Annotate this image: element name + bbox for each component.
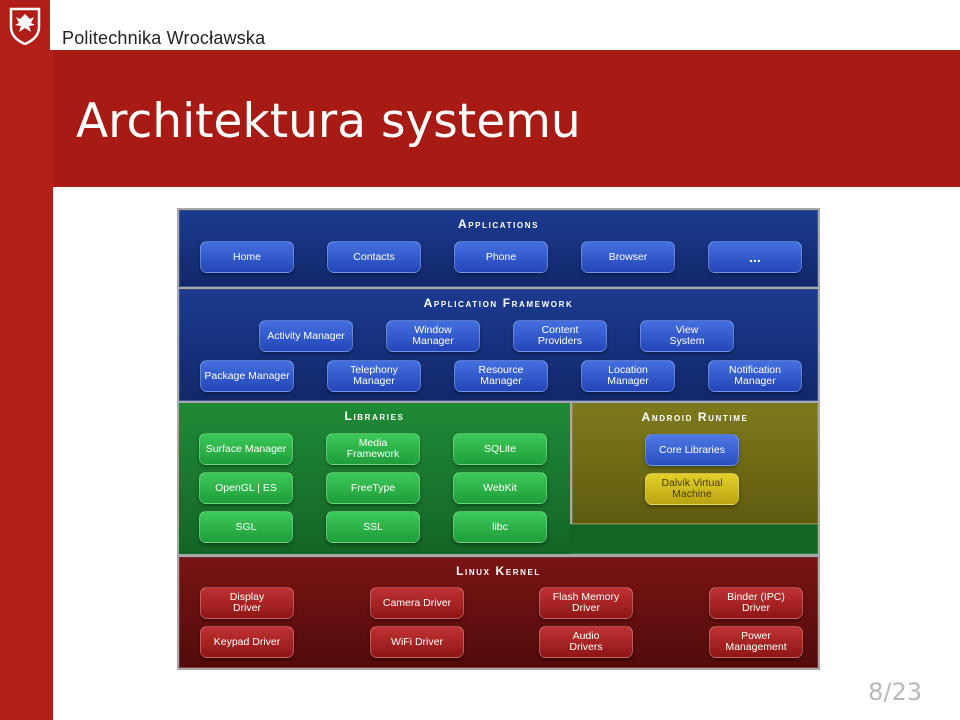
header-bar xyxy=(0,0,960,50)
layer-applications: Applications Home Contacts Phone Browser… xyxy=(179,210,818,287)
layer-title-applications: Applications xyxy=(457,217,540,231)
box-dalvik-vm: Dalvik Virtual Machine xyxy=(645,473,739,505)
layer-linux-kernel: Linux Kernel Display Driver Camera Drive… xyxy=(179,557,818,668)
box-opengl-es: OpenGL | ES xyxy=(199,472,293,504)
layer-libraries: Libraries Surface Manager Media Framewor… xyxy=(179,403,570,554)
box-phone: Phone xyxy=(454,241,548,273)
box-wifi-driver: WiFi Driver xyxy=(370,626,464,658)
box-telephony-manager: Telephony Manager xyxy=(327,360,421,392)
box-ssl: SSL xyxy=(326,511,420,543)
title-band xyxy=(53,50,960,187)
layer-title-framework: Application Framework xyxy=(423,296,574,310)
page-number: 8/23 xyxy=(868,678,922,706)
university-name: Politechnika Wrocławska xyxy=(62,28,266,48)
box-media-framework: Media Framework xyxy=(326,433,420,465)
box-package-manager: Package Manager xyxy=(200,360,294,392)
box-surface-manager: Surface Manager xyxy=(199,433,293,465)
box-sqlite: SQLite xyxy=(453,433,547,465)
box-binder-driver: Binder (IPC) Driver xyxy=(709,587,803,619)
box-display-driver: Display Driver xyxy=(200,587,294,619)
layer-title-runtime: Android Runtime xyxy=(641,410,749,424)
university-logo xyxy=(0,0,50,50)
box-keypad-driver: Keypad Driver xyxy=(200,626,294,658)
sidebar-band xyxy=(0,50,53,720)
box-power-management: Power Management xyxy=(709,626,803,658)
box-audio-drivers: Audio Drivers xyxy=(539,626,633,658)
box-camera-driver: Camera Driver xyxy=(370,587,464,619)
box-view-system: View System xyxy=(640,320,734,352)
box-flash-memory-driver: Flash Memory Driver xyxy=(539,587,633,619)
eagle-shield-icon xyxy=(9,7,41,45)
box-sgl: SGL xyxy=(199,511,293,543)
box-contacts: Contacts xyxy=(327,241,421,273)
box-content-providers: Content Providers xyxy=(513,320,607,352)
box-libc: libc xyxy=(453,511,547,543)
box-home: Home xyxy=(200,241,294,273)
box-freetype: FreeType xyxy=(326,472,420,504)
layer-application-framework: Application Framework Activity Manager W… xyxy=(179,289,818,401)
android-architecture-diagram: Applications Home Contacts Phone Browser… xyxy=(177,208,820,670)
box-core-libraries: Core Libraries xyxy=(645,434,739,466)
layer-title-kernel: Linux Kernel xyxy=(456,564,541,578)
layer-title-libraries: Libraries xyxy=(344,409,405,423)
box-window-manager: Window Manager xyxy=(386,320,480,352)
box-notification-manager: Notification Manager xyxy=(708,360,802,392)
box-resource-manager: Resource Manager xyxy=(454,360,548,392)
box-browser: Browser xyxy=(581,241,675,273)
box-location-manager: Location Manager xyxy=(581,360,675,392)
box-more-apps: ... xyxy=(708,241,802,273)
box-webkit: WebKit xyxy=(453,472,547,504)
layer-android-runtime: Android Runtime Core Libraries Dalvik Vi… xyxy=(572,403,818,524)
slide-title: Architektura systemu xyxy=(76,94,581,149)
box-activity-manager: Activity Manager xyxy=(259,320,353,352)
